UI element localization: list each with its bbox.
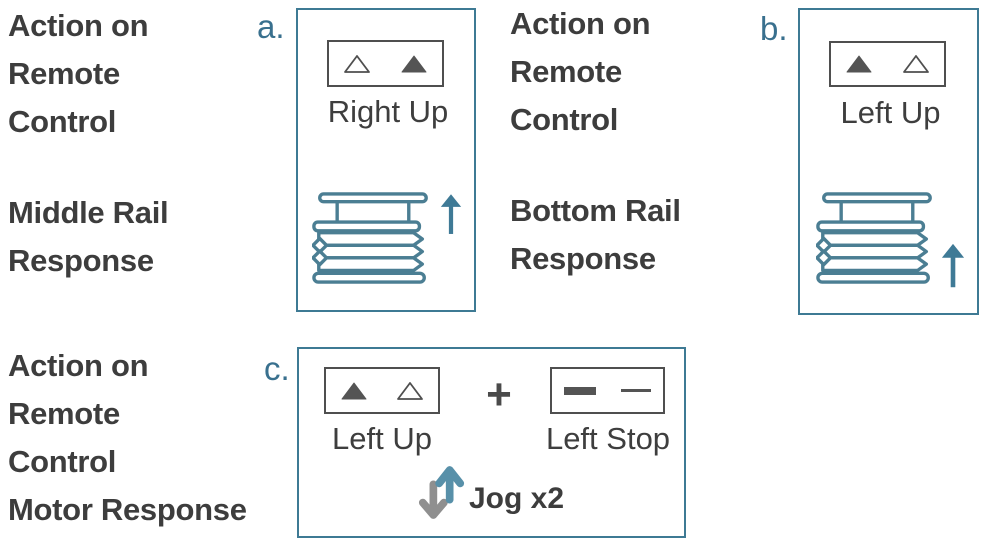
heading-line: Response [510,241,656,276]
up-triangle-filled-icon [846,55,872,73]
cellular-shade-icon [312,192,428,284]
panel-a-letter: a. [257,8,285,45]
heading-line: Action on [8,348,149,383]
heading-line: Remote [8,396,120,431]
heading-line: Remote [8,56,120,91]
button-caption-a: Right Up [327,94,449,129]
panel-c: + Left Up Left Stop Jog x2 [297,347,686,538]
jog-up-down-arrows-icon [418,466,465,519]
heading-line: Control [8,104,117,139]
jog-up-arrow [435,466,465,504]
button-caption-b: Left Up [840,95,941,130]
up-arrow-icon [440,194,462,234]
panel-b: Left Up [798,8,979,315]
cellular-shade-icon [816,192,932,284]
heading-line: Bottom Rail [510,193,681,228]
panel-a: Right Up [296,8,476,312]
jog-down-arrow [418,480,448,519]
up-triangle-filled-icon [401,55,427,72]
up-triangle-outline-icon [902,55,929,73]
up-triangle-outline-icon [344,54,371,73]
action-heading-top-left: Action on Remote Control [8,2,149,146]
up-arrow-icon [941,243,965,288]
heading-line: Control [510,102,619,137]
remote-button-box-a [327,40,444,87]
up-triangle-filled-icon [341,382,367,399]
jog-caption: Jog x2 [469,482,565,515]
middle-rail-response-heading: Middle Rail Response [8,189,169,285]
remote-button-box-c-up [324,367,440,414]
action-heading-top-middle: Action on Remote Control [510,0,651,144]
stop-dash-filled-icon [564,386,597,395]
heading-line: Motor Response [8,492,247,527]
heading-line: Action on [510,6,651,41]
stop-dash-outline-icon [620,389,651,392]
panel-c-letter: c. [264,350,290,387]
heading-line: Control [8,444,117,479]
bottom-rail-response-heading: Bottom Rail Response [510,187,681,283]
panel-b-letter: b. [760,10,788,47]
motor-response-heading: Motor Response [8,486,247,534]
button-caption-c-stop: Left Stop [545,421,671,456]
button-caption-c-up: Left Up [332,421,432,456]
heading-line: Remote [510,54,622,89]
heading-line: Middle Rail [8,195,169,230]
remote-button-box-b [829,41,946,87]
remote-button-box-c-stop [550,367,665,414]
heading-line: Response [8,243,154,278]
plus-sign: + [486,370,512,419]
up-triangle-outline-icon [397,381,423,400]
heading-line: Action on [8,8,149,43]
action-heading-bottom-left: Action on Remote Control [8,342,149,486]
